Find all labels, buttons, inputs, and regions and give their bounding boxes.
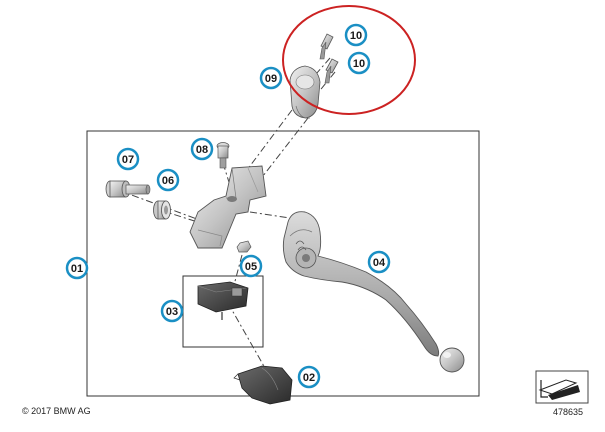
callout-01[interactable]: 01: [65, 256, 89, 280]
switch-part-03: [197, 281, 249, 320]
clamp-part-09: [289, 65, 321, 119]
callout-06-label: 06: [162, 175, 174, 187]
callout-07[interactable]: 07: [116, 147, 140, 171]
callout-06[interactable]: 06: [156, 168, 180, 192]
lever-bracket-housing: [189, 165, 267, 249]
callout-08[interactable]: 08: [190, 137, 214, 161]
exploded-view-arrow-icon: [535, 370, 589, 404]
diagram-number: 478635: [553, 407, 583, 417]
callout-08-label: 08: [196, 144, 208, 156]
callout-02-label: 02: [303, 372, 315, 384]
callout-07-label: 07: [122, 154, 134, 166]
callout-05[interactable]: 05: [239, 254, 263, 278]
callout-10-lower-label: 10: [353, 58, 365, 70]
nut-part-05: [236, 240, 252, 253]
callout-04[interactable]: 04: [367, 250, 391, 274]
callout-09[interactable]: 09: [259, 66, 283, 90]
cover-part-02: [233, 365, 293, 405]
highlight-circle: [282, 5, 416, 115]
callout-02[interactable]: 02: [297, 365, 321, 389]
callout-05-label: 05: [245, 261, 257, 273]
copyright-text: © 2017 BMW AG: [22, 406, 91, 416]
callout-03[interactable]: 03: [160, 299, 184, 323]
screw-part-10-lower: [324, 58, 339, 84]
clutch-lever-part-04: [282, 211, 465, 373]
screw-part-10-upper: [319, 33, 334, 60]
callout-04-label: 04: [373, 257, 386, 269]
screw-part-08: [216, 142, 230, 169]
callout-03-label: 03: [166, 306, 178, 318]
assembly-frame: [86, 130, 480, 397]
bolt-part-07: [105, 180, 151, 198]
bushing-part-06: [153, 200, 171, 220]
callout-09-label: 09: [265, 73, 277, 85]
callout-10-upper[interactable]: 10: [344, 23, 368, 47]
callout-10-upper-label: 10: [350, 30, 362, 42]
callout-01-label: 01: [71, 263, 83, 275]
callout-10-lower[interactable]: 10: [347, 51, 371, 75]
